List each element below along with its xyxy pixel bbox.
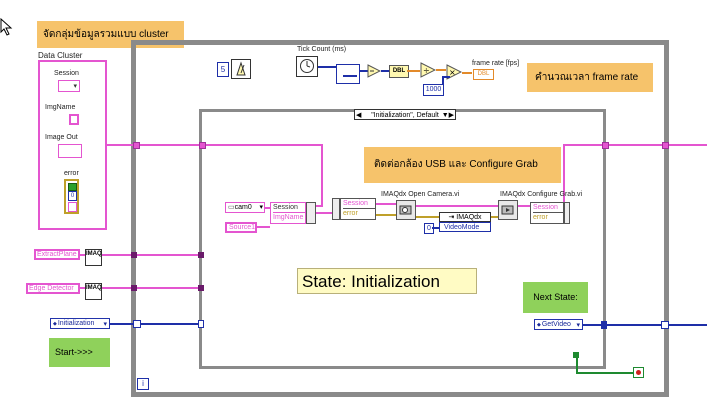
subtract-node[interactable] xyxy=(367,64,381,78)
camera-icon: ▭ xyxy=(228,204,235,211)
error-label: error xyxy=(64,170,79,177)
extract-plane-control[interactable]: ExtractPlane xyxy=(34,249,80,260)
metronome-icon xyxy=(236,61,246,76)
tick-count-label: Tick Count (ms) xyxy=(297,46,347,53)
divide-node[interactable]: ÷ xyxy=(420,62,436,78)
frame-rate-note: คำนวณเวลา frame rate xyxy=(527,63,653,92)
const-thousand[interactable]: 1000 xyxy=(423,84,444,96)
bundle-out-node[interactable]: Session error xyxy=(530,202,564,224)
imaq-edge-detector-node[interactable]: IMAQ xyxy=(85,283,102,300)
frame-rate-indicator: DBL xyxy=(473,69,494,80)
error-status-led[interactable] xyxy=(68,183,77,191)
img-name-label: ImgName xyxy=(45,104,76,111)
svg-text:×: × xyxy=(449,68,456,77)
session-label: Session xyxy=(54,70,79,77)
error-cluster-control[interactable]: 0 xyxy=(64,179,79,214)
enum-arrows-icon-2: ◆ xyxy=(537,321,541,328)
initialization-enum[interactable]: ◆Initialization▾ xyxy=(50,318,110,329)
cluster-case-tunnel-right xyxy=(602,142,609,149)
case-structure-frame xyxy=(199,109,606,369)
edge-detector-control[interactable]: Edge Detector xyxy=(26,283,80,294)
cam-input-control[interactable]: ▭cam0▾ xyxy=(225,202,265,213)
clock-icon xyxy=(300,59,314,73)
error-code-field[interactable]: 0 xyxy=(68,191,77,201)
state-shift-register-left xyxy=(133,320,141,328)
stop-icon xyxy=(636,370,641,375)
imaq-extract-plane-node[interactable]: IMAQ xyxy=(85,249,102,266)
svg-text:÷: ÷ xyxy=(423,66,430,75)
bundle-node-right xyxy=(306,202,316,224)
open-camera-label: IMAQdx Open Camera.vi xyxy=(381,191,460,198)
state-shift-register-right xyxy=(661,321,669,329)
case-next-arrow-icon[interactable]: ▼▶ xyxy=(441,112,454,119)
cluster-tunnel-right xyxy=(662,142,669,149)
cluster-group-note: จัดกลุ่มข้อมูลรวมแบบ cluster xyxy=(37,21,184,48)
connect-usb-note: ติดต่อกล้อง USB และ Configure Grab xyxy=(364,147,561,183)
mouse-cursor-icon xyxy=(0,18,13,36)
case-prev-arrow-icon[interactable]: ◀ xyxy=(356,112,362,119)
img-name-control[interactable] xyxy=(69,114,79,125)
source-string-const[interactable]: Source1 xyxy=(225,222,257,233)
unbundle-by-name[interactable]: Session error xyxy=(340,198,376,220)
unbundle-node-left xyxy=(332,198,340,220)
loop-iteration-terminal: i xyxy=(137,378,149,390)
shift-register-node[interactable] xyxy=(336,64,360,84)
imaqdx-property-node[interactable]: ⇥ IMAQdx xyxy=(439,212,491,222)
configure-grab-label: IMAQdx Configure Grab.vi xyxy=(500,191,583,198)
video-mode-property[interactable]: VideoMode xyxy=(439,222,491,232)
while-loop-frame xyxy=(131,40,669,397)
camera-grab-icon xyxy=(501,205,514,215)
case-selector-value: "Initialization", Default xyxy=(371,112,439,119)
loop-stop-terminal[interactable] xyxy=(633,367,644,378)
start-note: Start->>> xyxy=(49,338,110,367)
case-selector[interactable]: ◀ "Initialization", Default ▼▶ xyxy=(354,109,456,120)
camera-open-icon xyxy=(399,205,412,215)
get-video-enum[interactable]: ◆GetVideo▾ xyxy=(534,319,583,330)
frame-rate-label: frame rate [fps] xyxy=(472,60,520,67)
const-five[interactable]: 5 xyxy=(217,62,229,77)
state-label: State: Initialization xyxy=(297,268,477,294)
bundle-by-name[interactable]: Session ImgName xyxy=(270,202,306,224)
next-state-note: Next State: xyxy=(523,282,588,313)
cluster-tunnel-left xyxy=(133,142,140,149)
property-node-icon: ⇥ xyxy=(448,214,455,221)
data-cluster-label: Data Cluster xyxy=(38,51,83,60)
image-out-label: Image Out xyxy=(45,134,78,141)
enum-arrows-icon: ◆ xyxy=(53,320,57,327)
to-dbl-node[interactable]: DBL xyxy=(389,65,409,78)
cluster-case-tunnel-left xyxy=(199,142,206,149)
image-out-control[interactable] xyxy=(58,144,82,158)
error-source-field[interactable] xyxy=(68,202,77,212)
multiply-node[interactable]: × xyxy=(446,64,462,80)
session-control[interactable]: ▾ xyxy=(58,80,80,92)
